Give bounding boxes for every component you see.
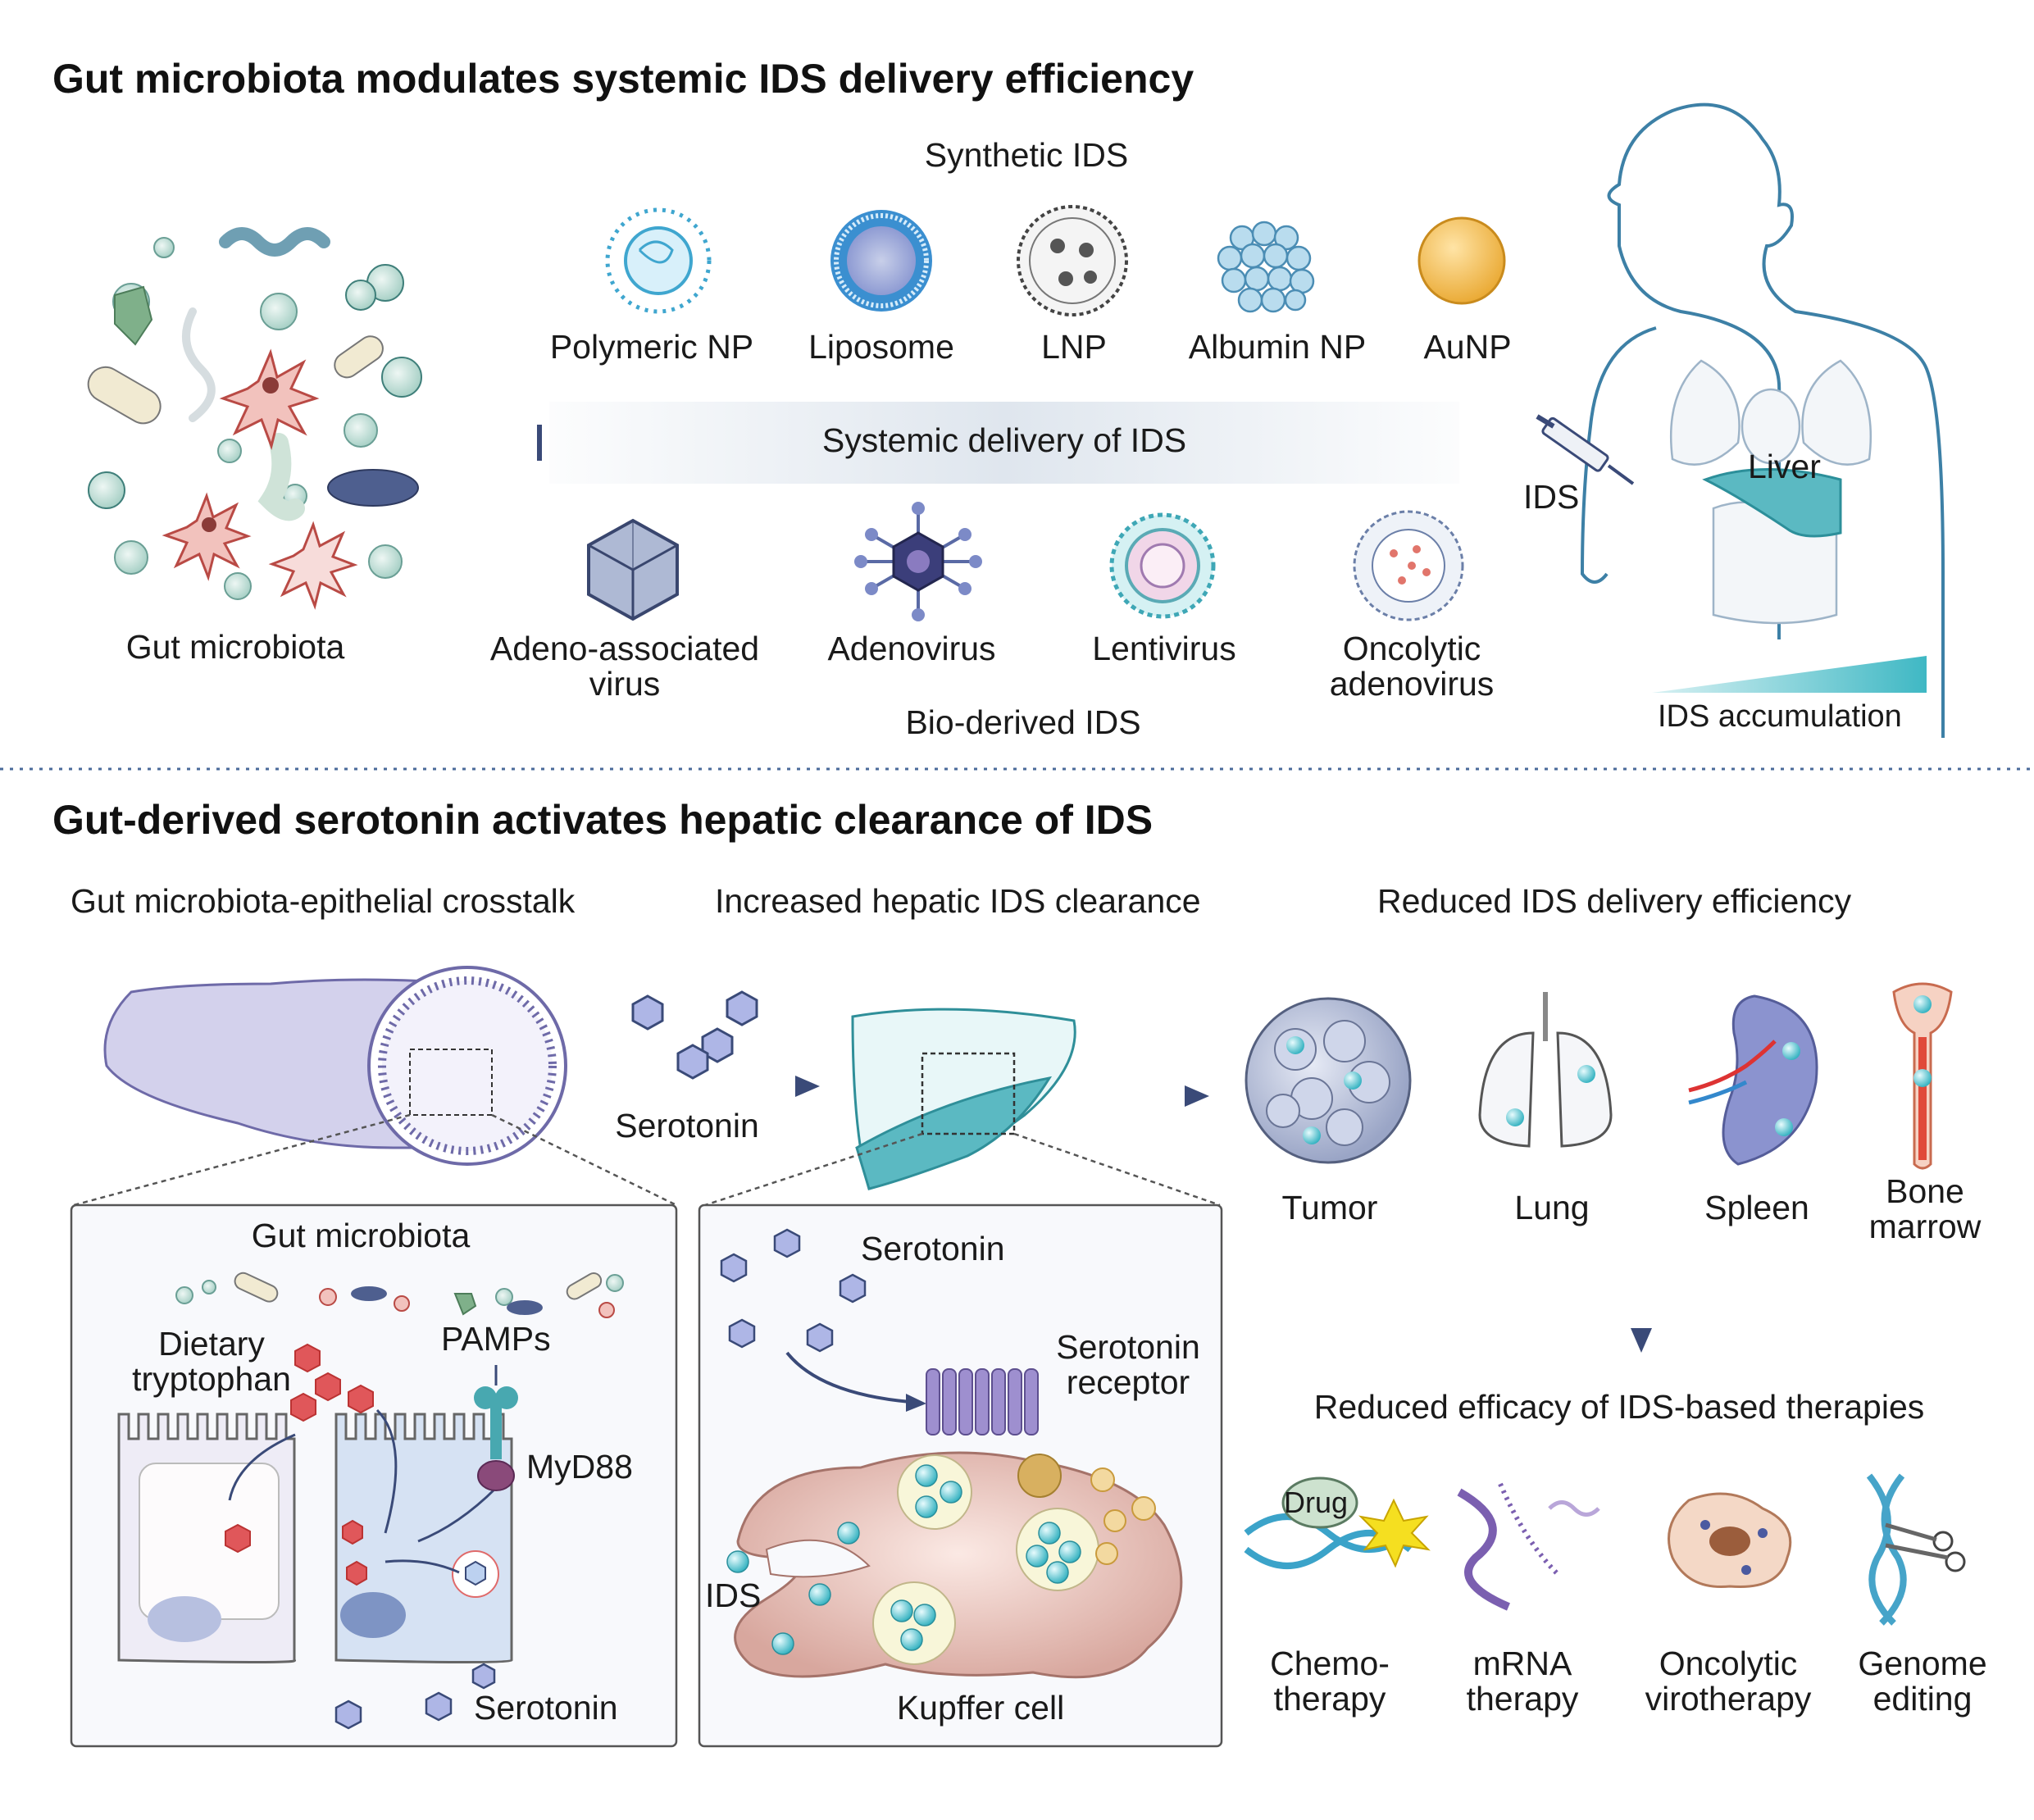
ids-accumulation-wedge: [1652, 656, 1927, 693]
serotonin-receptor-label: Serotonin receptor: [1056, 1328, 1200, 1402]
bio-item-oncolytic-adenovirus: Oncolytic adenovirus: [1329, 630, 1495, 703]
step-header-crosstalk: Gut microbiota-epithelial crosstalk: [71, 882, 576, 920]
liver-panel-serotonin-label: Serotonin: [861, 1230, 1005, 1267]
organ-lung: Lung: [1514, 1189, 1590, 1226]
therapy-oncolytic-virotherapy: Oncolytic virotherapy: [1645, 1645, 1812, 1718]
liver-label: Liver: [1748, 448, 1821, 485]
syringe-icon: [1536, 414, 1635, 485]
bio-derived-ids-header: Bio-derived IDS: [905, 703, 1141, 741]
organ-spleen: Spleen: [1704, 1189, 1809, 1226]
systemic-delivery-band: [549, 402, 1459, 484]
pamps-label: PAMPs: [441, 1320, 551, 1358]
tumor-illustration: [1245, 997, 1412, 1164]
bio-item-aav: Adeno-associated virus: [489, 630, 760, 703]
liver-organ: [1702, 468, 1842, 538]
drug-label: Drug: [1284, 1486, 1349, 1519]
human-body-illustration: [1580, 102, 1945, 738]
oncolytic-adenovirus-icon: [1353, 510, 1464, 621]
serotonin-receptor: [926, 1368, 1039, 1436]
systemic-delivery-label: Systemic delivery of IDS: [821, 421, 1187, 459]
liver-panel-arrowhead: [906, 1394, 926, 1412]
genome-editing-illustration: [1866, 1473, 1966, 1626]
inhibition-arrow: [443, 425, 542, 461]
bone-marrow-illustration: [1892, 982, 1953, 1170]
tlr-receptor: [474, 1386, 518, 1491]
aunp-icon: [1417, 216, 1506, 305]
bottom-section-title: Gut-derived serotonin activates hepatic …: [52, 797, 1154, 843]
spleen-illustration: [1688, 994, 1818, 1166]
synthetic-item-aunp: AuNP: [1423, 328, 1512, 366]
reduced-efficacy-label: Reduced efficacy of IDS-based therapies: [1313, 1388, 1925, 1426]
polymeric-np-icon: [605, 207, 712, 314]
step-header-clearance: Increased hepatic IDS clearance: [715, 882, 1201, 920]
adeno-associated-virus-icon: [587, 518, 679, 621]
organ-tumor: Tumor: [1281, 1189, 1378, 1226]
gut-serotonin-label: Serotonin: [474, 1689, 618, 1727]
kupffer-cell: [726, 1451, 1183, 1679]
gut-tube-illustration: [103, 966, 567, 1166]
dietary-tryptophan-label: Dietary tryptophan: [132, 1325, 291, 1399]
therapy-mrna: mRNA therapy: [1466, 1645, 1579, 1718]
chemotherapy-illustration: [1244, 1476, 1431, 1569]
bio-item-lentivirus: Lentivirus: [1092, 630, 1236, 667]
lentivirus-icon: [1109, 512, 1216, 619]
adenovirus-icon: [854, 502, 982, 621]
organs-to-therapies-arrow: [1631, 1254, 1652, 1353]
synthetic-item-lnp: LNP: [1041, 328, 1107, 366]
serotonin-arrow: [566, 1076, 820, 1097]
gut-microbiota-label: Gut microbiota: [125, 628, 345, 666]
oncolytic-virotherapy-illustration: [1668, 1492, 1792, 1589]
albumin-np-icon: [1217, 221, 1315, 313]
lnp-icon: [1017, 205, 1128, 316]
myd88-label: MyD88: [526, 1448, 633, 1486]
lung-illustration: [1478, 992, 1613, 1148]
synthetic-item-liposome: Liposome: [808, 328, 954, 366]
gut-panel-microbes: [175, 1272, 624, 1318]
bio-item-adenovirus: Adenovirus: [827, 630, 996, 667]
zoom-lines-gut: [73, 1113, 677, 1207]
top-section-title: Gut microbiota modulates systemic IDS de…: [52, 56, 1194, 102]
liver-illustration: [851, 1008, 1076, 1190]
synthetic-item-polymeric-np: Polymeric NP: [549, 328, 754, 366]
ids-accumulation-label: IDS accumulation: [1658, 699, 1902, 734]
therapy-chemotherapy: Chemo- therapy: [1270, 1645, 1390, 1718]
synthetic-item-albumin-np: Albumin NP: [1188, 328, 1367, 366]
synthetic-ids-header: Synthetic IDS: [924, 136, 1129, 174]
mrna-therapy-illustration: [1457, 1482, 1600, 1611]
liver-panel-serotonin: [720, 1228, 867, 1353]
liver-panel-arrow: [785, 1351, 911, 1404]
ids-injection-label: IDS: [1523, 478, 1580, 516]
liver-to-organs-arrow: [1033, 1085, 1209, 1107]
zoom-lines-liver: [704, 1132, 1221, 1207]
kupffer-cell-label: Kupffer cell: [896, 1689, 1065, 1727]
organ-bone-marrow: Bone marrow: [1868, 1172, 1982, 1246]
released-serotonin-gut: [334, 1663, 496, 1730]
serotonin-arrow-label: Serotonin: [615, 1107, 759, 1144]
serotonin-molecules: [631, 990, 758, 1080]
liver-panel-ids-label: IDS: [705, 1577, 762, 1614]
therapy-genome-editing: Genome editing: [1858, 1645, 1987, 1718]
gut-panel-arrows: [228, 1365, 498, 1574]
tryptophan-molecules: [225, 1343, 374, 1586]
step-header-reduced-delivery: Reduced IDS delivery efficiency: [1377, 882, 1852, 920]
gut-microbiota-illustration: [87, 227, 422, 610]
gut-panel-title: Gut microbiota: [251, 1217, 471, 1254]
liposome-icon: [830, 210, 932, 312]
